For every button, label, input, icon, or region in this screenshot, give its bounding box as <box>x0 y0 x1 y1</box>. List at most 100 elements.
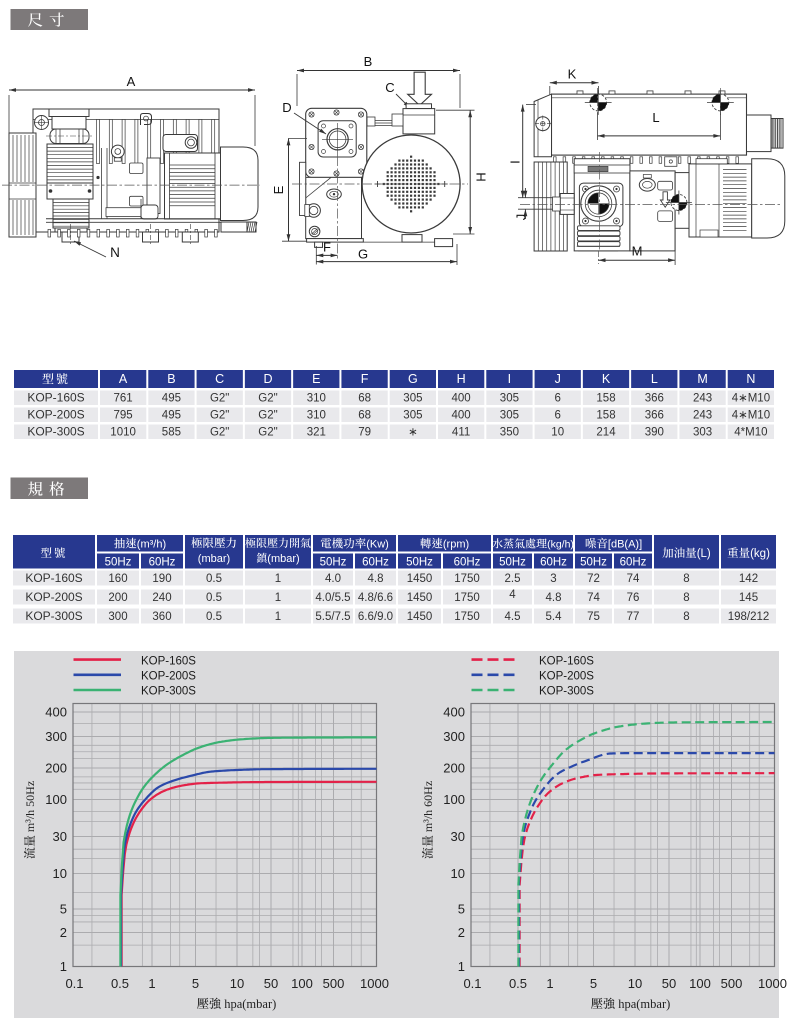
svg-text:305: 305 <box>403 410 422 422</box>
svg-text:KOP-300S: KOP-300S <box>25 609 82 623</box>
svg-text:G2": G2" <box>258 410 277 422</box>
svg-text:D: D <box>263 372 272 386</box>
svg-text:30: 30 <box>53 829 67 844</box>
svg-text:m³/h 50Hz: m³/h 50Hz <box>23 781 37 835</box>
svg-text:6: 6 <box>554 393 560 405</box>
svg-text:m³/h 60Hz: m³/h 60Hz <box>421 781 435 835</box>
svg-text:366: 366 <box>645 393 664 405</box>
svg-text:[dB(A)]: [dB(A)] <box>608 539 642 551</box>
svg-text:(mbar): (mbar) <box>198 553 230 565</box>
svg-text:(Kw): (Kw) <box>366 539 389 551</box>
svg-text:(rpm): (rpm) <box>443 539 469 551</box>
svg-text:50: 50 <box>264 976 278 991</box>
svg-text:F: F <box>361 372 369 386</box>
svg-text:50: 50 <box>662 976 676 991</box>
svg-text:A: A <box>119 372 128 386</box>
svg-text:243: 243 <box>693 410 712 422</box>
svg-text:B: B <box>364 54 373 69</box>
svg-text:KOP-160S: KOP-160S <box>141 655 196 667</box>
svg-text:60Hz: 60Hz <box>362 556 389 568</box>
svg-text:300: 300 <box>443 729 465 744</box>
svg-text:360: 360 <box>152 611 171 623</box>
svg-text:1750: 1750 <box>454 573 480 585</box>
svg-text:1: 1 <box>546 976 553 991</box>
svg-text:10: 10 <box>230 976 244 991</box>
svg-text:4.5: 4.5 <box>505 611 521 623</box>
svg-text:(kg): (kg) <box>750 548 770 560</box>
svg-text:5: 5 <box>590 976 597 991</box>
svg-text:4.8: 4.8 <box>368 573 384 585</box>
svg-text:4∗M10: 4∗M10 <box>732 410 770 422</box>
svg-text:0.5: 0.5 <box>509 976 527 991</box>
svg-text:G2": G2" <box>210 427 229 439</box>
svg-text:350: 350 <box>500 427 519 439</box>
svg-text:KOP-200S: KOP-200S <box>539 671 594 683</box>
svg-text:I: I <box>508 372 511 386</box>
svg-text:160: 160 <box>108 573 127 585</box>
svg-text:75: 75 <box>587 611 600 623</box>
svg-text:D: D <box>282 100 291 115</box>
svg-text:KOP-200S: KOP-200S <box>27 408 84 422</box>
svg-text:100: 100 <box>291 976 313 991</box>
svg-text:3: 3 <box>550 573 556 585</box>
svg-text:E: E <box>271 185 286 194</box>
svg-text:(L): (L) <box>697 548 711 560</box>
svg-text:400: 400 <box>443 705 465 720</box>
svg-text:I: I <box>508 160 523 164</box>
svg-text:158: 158 <box>596 393 615 405</box>
svg-text:H: H <box>474 172 489 181</box>
svg-text:50Hz: 50Hz <box>406 556 433 568</box>
svg-text:10: 10 <box>628 976 642 991</box>
svg-text:KOP-300S: KOP-300S <box>141 686 196 698</box>
svg-text:KOP-160S: KOP-160S <box>539 655 594 667</box>
svg-text:∗: ∗ <box>408 427 418 439</box>
svg-text:68: 68 <box>358 393 371 405</box>
svg-text:761: 761 <box>114 393 133 405</box>
svg-text:6.6/9.0: 6.6/9.0 <box>358 611 393 623</box>
svg-text:KOP-300S: KOP-300S <box>539 686 594 698</box>
svg-text:(kg/h): (kg/h) <box>547 539 574 551</box>
svg-text:1450: 1450 <box>407 592 433 604</box>
svg-text:50Hz: 50Hz <box>580 556 607 568</box>
svg-text:5: 5 <box>60 902 67 917</box>
svg-text:G: G <box>408 372 418 386</box>
svg-text:500: 500 <box>721 976 743 991</box>
svg-text:10: 10 <box>551 427 564 439</box>
svg-text:60Hz: 60Hz <box>149 556 176 568</box>
svg-text:72: 72 <box>587 573 600 585</box>
svg-text:100: 100 <box>45 792 67 807</box>
svg-text:5.4: 5.4 <box>546 611 563 623</box>
svg-text:300: 300 <box>45 729 67 744</box>
svg-text:5: 5 <box>458 902 465 917</box>
svg-text:4.8/6.6: 4.8/6.6 <box>358 592 393 604</box>
svg-text:(m³/h): (m³/h) <box>137 539 166 551</box>
svg-text:E: E <box>312 372 320 386</box>
svg-text:60Hz: 60Hz <box>620 556 647 568</box>
svg-text:795: 795 <box>114 410 133 422</box>
svg-text:G2": G2" <box>258 393 277 405</box>
svg-text:H: H <box>457 372 466 386</box>
svg-text:KOP-200S: KOP-200S <box>25 590 82 604</box>
svg-text:0.1: 0.1 <box>65 976 83 991</box>
svg-text:4.8: 4.8 <box>546 592 562 604</box>
svg-text:142: 142 <box>739 573 758 585</box>
svg-text:214: 214 <box>596 427 616 439</box>
svg-text:4: 4 <box>509 589 516 601</box>
svg-text:158: 158 <box>596 410 615 422</box>
svg-text:8: 8 <box>683 611 689 623</box>
svg-text:198/212: 198/212 <box>728 611 770 623</box>
svg-text:G2": G2" <box>258 427 277 439</box>
svg-text:79: 79 <box>358 427 371 439</box>
svg-text:305: 305 <box>500 393 519 405</box>
svg-text:321: 321 <box>307 427 326 439</box>
svg-text:A: A <box>127 74 136 89</box>
svg-text:50Hz: 50Hz <box>320 556 347 568</box>
svg-text:10: 10 <box>451 866 465 881</box>
svg-text:J: J <box>514 214 529 221</box>
svg-text:B: B <box>167 372 175 386</box>
svg-text:C: C <box>215 372 224 386</box>
svg-text:243: 243 <box>693 393 712 405</box>
svg-text:400: 400 <box>45 705 67 720</box>
svg-text:30: 30 <box>451 829 465 844</box>
svg-text:L: L <box>651 372 658 386</box>
